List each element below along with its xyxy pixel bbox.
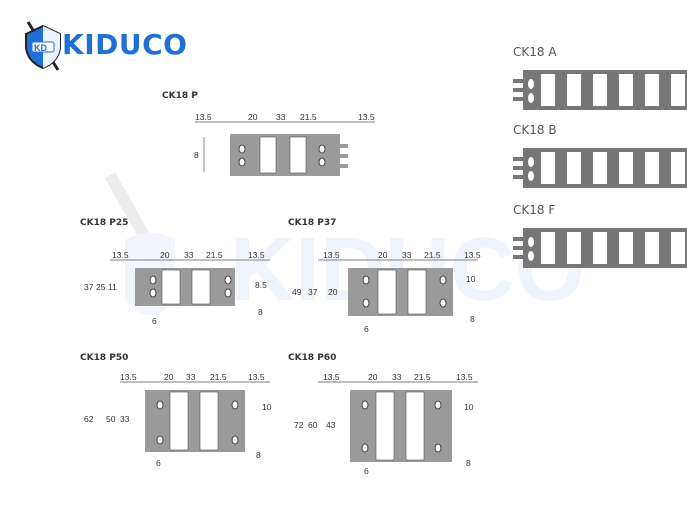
diagram-title: CK18 P60 — [288, 353, 337, 363]
chain-image-f — [513, 228, 687, 268]
svg-text:13.5: 13.5 — [248, 372, 265, 382]
svg-text:21.5: 21.5 — [300, 112, 317, 122]
svg-text:13.5: 13.5 — [358, 112, 375, 122]
svg-text:33: 33 — [392, 372, 402, 382]
svg-text:49: 49 — [292, 287, 302, 297]
svg-text:6: 6 — [156, 458, 161, 468]
svg-text:43: 43 — [326, 420, 336, 430]
chain-image-b — [513, 148, 687, 188]
svg-text:20: 20 — [164, 372, 174, 382]
svg-text:13.5: 13.5 — [323, 250, 340, 260]
svg-text:10: 10 — [464, 402, 474, 412]
svg-text:11: 11 — [108, 282, 117, 292]
svg-text:33: 33 — [120, 414, 130, 424]
svg-text:50: 50 — [106, 414, 116, 424]
svg-text:33: 33 — [402, 250, 412, 260]
svg-text:KD: KD — [34, 43, 47, 53]
diagram-ck18-p: 13.5 20 33 21.5 13.5 8 — [194, 112, 375, 176]
svg-text:13.5: 13.5 — [248, 250, 265, 260]
diagram-title: CK18 P — [162, 91, 198, 101]
svg-text:6: 6 — [364, 324, 369, 334]
svg-text:13.5: 13.5 — [464, 250, 481, 260]
svg-text:20: 20 — [378, 250, 388, 260]
svg-text:21.5: 21.5 — [206, 250, 223, 260]
svg-text:20: 20 — [328, 287, 338, 297]
diagram-ck18-p25: 13.5 20 33 21.5 13.5 37 25 11 8.5 6 8 — [84, 250, 270, 326]
chain-label-f: CK18 F — [513, 203, 556, 217]
chain-image-a — [513, 70, 687, 110]
svg-text:21.5: 21.5 — [414, 372, 431, 382]
svg-text:33: 33 — [184, 250, 194, 260]
shield-sword-icon: KD — [25, 21, 61, 71]
svg-text:8: 8 — [194, 150, 199, 160]
svg-text:13.5: 13.5 — [112, 250, 129, 260]
svg-text:13.5: 13.5 — [195, 112, 212, 122]
svg-text:13.5: 13.5 — [323, 372, 340, 382]
brand-name: KIDUCO — [62, 28, 188, 61]
svg-text:20: 20 — [248, 112, 258, 122]
svg-text:13.5: 13.5 — [456, 372, 473, 382]
diagram-ck18-p50: 13.5 20 33 21.5 13.5 62 50 33 10 6 8 — [84, 372, 272, 468]
svg-text:8.5: 8.5 — [255, 280, 267, 290]
diagram-title: CK18 P50 — [80, 353, 129, 363]
chain-label-b: CK18 B — [513, 123, 557, 137]
logo: KD — [22, 18, 64, 79]
diagram-ck18-p37: 13.5 20 33 21.5 13.5 49 37 20 10 6 8 — [292, 250, 481, 334]
diagram-ck18-p60: 13.5 20 33 21.5 13.5 72 60 43 10 6 8 — [294, 372, 478, 476]
svg-text:8: 8 — [256, 450, 261, 460]
diagram-title: CK18 P25 — [80, 218, 129, 228]
svg-text:62: 62 — [84, 414, 94, 424]
svg-text:21.5: 21.5 — [424, 250, 441, 260]
svg-text:33: 33 — [276, 112, 286, 122]
svg-text:33: 33 — [186, 372, 196, 382]
chain-label-a: CK18 A — [513, 45, 557, 59]
svg-text:72: 72 — [294, 420, 304, 430]
diagram-title: CK18 P37 — [288, 218, 337, 228]
svg-text:21.5: 21.5 — [210, 372, 227, 382]
svg-text:6: 6 — [364, 466, 369, 476]
svg-text:10: 10 — [466, 274, 476, 284]
svg-text:60: 60 — [308, 420, 318, 430]
svg-text:8: 8 — [466, 458, 471, 468]
svg-text:20: 20 — [368, 372, 378, 382]
svg-text:6: 6 — [152, 316, 157, 326]
svg-text:10: 10 — [262, 402, 272, 412]
svg-text:8: 8 — [258, 307, 263, 317]
svg-text:8: 8 — [470, 314, 475, 324]
svg-text:25: 25 — [96, 282, 106, 292]
svg-text:37: 37 — [84, 282, 94, 292]
svg-text:37: 37 — [308, 287, 318, 297]
svg-text:13.5: 13.5 — [120, 372, 137, 382]
svg-text:20: 20 — [160, 250, 170, 260]
